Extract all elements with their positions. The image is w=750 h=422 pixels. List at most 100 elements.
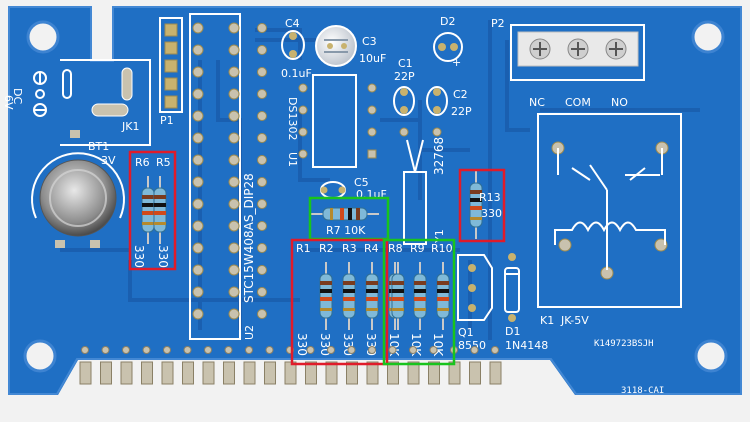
pcb-outline [8, 6, 742, 395]
via [224, 346, 233, 354]
mcu-pad [257, 265, 267, 275]
r5-value: 330 [156, 245, 170, 268]
edge-pad [284, 361, 297, 385]
r6-value: 330 [132, 245, 146, 268]
mcu-pad [257, 89, 267, 99]
mcu-pad [192, 286, 204, 298]
edge-pad [489, 361, 502, 385]
edge-pad [182, 361, 194, 385]
mcu-pad [192, 154, 204, 166]
cap-c2 [426, 86, 448, 116]
mcu-pad [228, 220, 240, 232]
c1-label: C1 [398, 57, 413, 70]
k1-value: JK-5V [560, 314, 589, 327]
c1-value: 22P [394, 70, 415, 83]
c4-value: 0.1uF [281, 67, 312, 80]
edge-pad [243, 361, 256, 385]
nc-label: NC [529, 96, 545, 109]
u1-pads [298, 83, 377, 159]
mcu-pad [228, 44, 240, 56]
edge-connector [79, 361, 502, 385]
via [142, 346, 151, 354]
r13-label: R13 [479, 191, 501, 204]
mcu-pad [257, 111, 267, 121]
c3-value: 10uF [359, 52, 386, 65]
mcu-pad [228, 22, 240, 34]
mcu-pad [257, 45, 267, 55]
mcu-pad [228, 110, 240, 122]
via [81, 346, 89, 354]
dc-jack-jk1 [60, 59, 151, 146]
mcu-pad [192, 264, 204, 276]
edge-pad [469, 361, 481, 385]
code-text: 3118-CAI [621, 386, 664, 396]
d1-value: 1N4148 [505, 339, 548, 352]
via [101, 346, 110, 354]
led-d2: + [433, 32, 463, 69]
r10-label: R10 [431, 242, 453, 255]
via [347, 346, 356, 354]
edge-pad [448, 361, 461, 385]
relay-k1 [537, 113, 682, 308]
via [368, 346, 376, 354]
diode-d1 [504, 253, 520, 322]
edge-pad [141, 361, 153, 385]
edge-pad [346, 361, 358, 385]
r2-label: R2 [319, 242, 334, 255]
com-label: COM [565, 96, 591, 109]
dc-voltage: 6V [2, 95, 15, 110]
mount-hole-br [694, 339, 728, 373]
mcu-pad [228, 198, 240, 210]
edge-pad [264, 361, 276, 385]
mcu-pad [228, 264, 240, 276]
mcu-pad [192, 176, 204, 188]
edge-pad [325, 361, 338, 385]
d2-label: D2 [440, 15, 455, 28]
via [388, 346, 397, 354]
mcu-pad [228, 308, 240, 320]
jk1-label: JK1 [121, 120, 139, 133]
mcu-pad [228, 88, 240, 100]
edge-pad [120, 361, 133, 385]
mcu-pad [192, 220, 204, 232]
edge-pad [223, 361, 235, 385]
p1-label: P1 [160, 114, 174, 127]
edge-pad [100, 361, 112, 385]
highlight-boxes [128, 150, 506, 366]
c2-value: 22P [451, 105, 472, 118]
edge-pad [387, 361, 399, 385]
mcu-part-label: STC15W408AS_DIP28 [242, 173, 256, 303]
edge-pad [407, 361, 420, 385]
mount-hole-bl [23, 339, 57, 373]
via [245, 346, 253, 354]
edge-pad [366, 361, 379, 385]
mcu-pad [257, 23, 267, 33]
mcu-pad [192, 22, 204, 34]
traces [60, 20, 700, 340]
via [429, 346, 438, 354]
svg-text:+: + [452, 56, 461, 69]
mcu-pad [192, 198, 204, 210]
c5-label: C5 [354, 176, 369, 189]
r9-label: R9 [410, 242, 425, 255]
mcu-pad [192, 110, 204, 122]
mcu-pad [257, 177, 267, 187]
r6-label: R6 [135, 156, 150, 169]
mcu-pad [257, 199, 267, 209]
serial-text: K149723BSJH [594, 339, 654, 349]
c3-label: C3 [362, 35, 377, 48]
q1-value: 8550 [458, 339, 486, 352]
via [163, 346, 171, 354]
via [491, 346, 499, 354]
mcu-pad [257, 287, 267, 297]
edge-pad [79, 361, 92, 385]
no-label: NO [611, 96, 628, 109]
highlight-r13 [458, 168, 506, 243]
q1-label: Q1 [458, 326, 474, 339]
mcu-pad [192, 308, 204, 320]
edge-pad [428, 361, 440, 385]
mcu-pad [192, 66, 204, 78]
p1-pins [164, 23, 178, 109]
